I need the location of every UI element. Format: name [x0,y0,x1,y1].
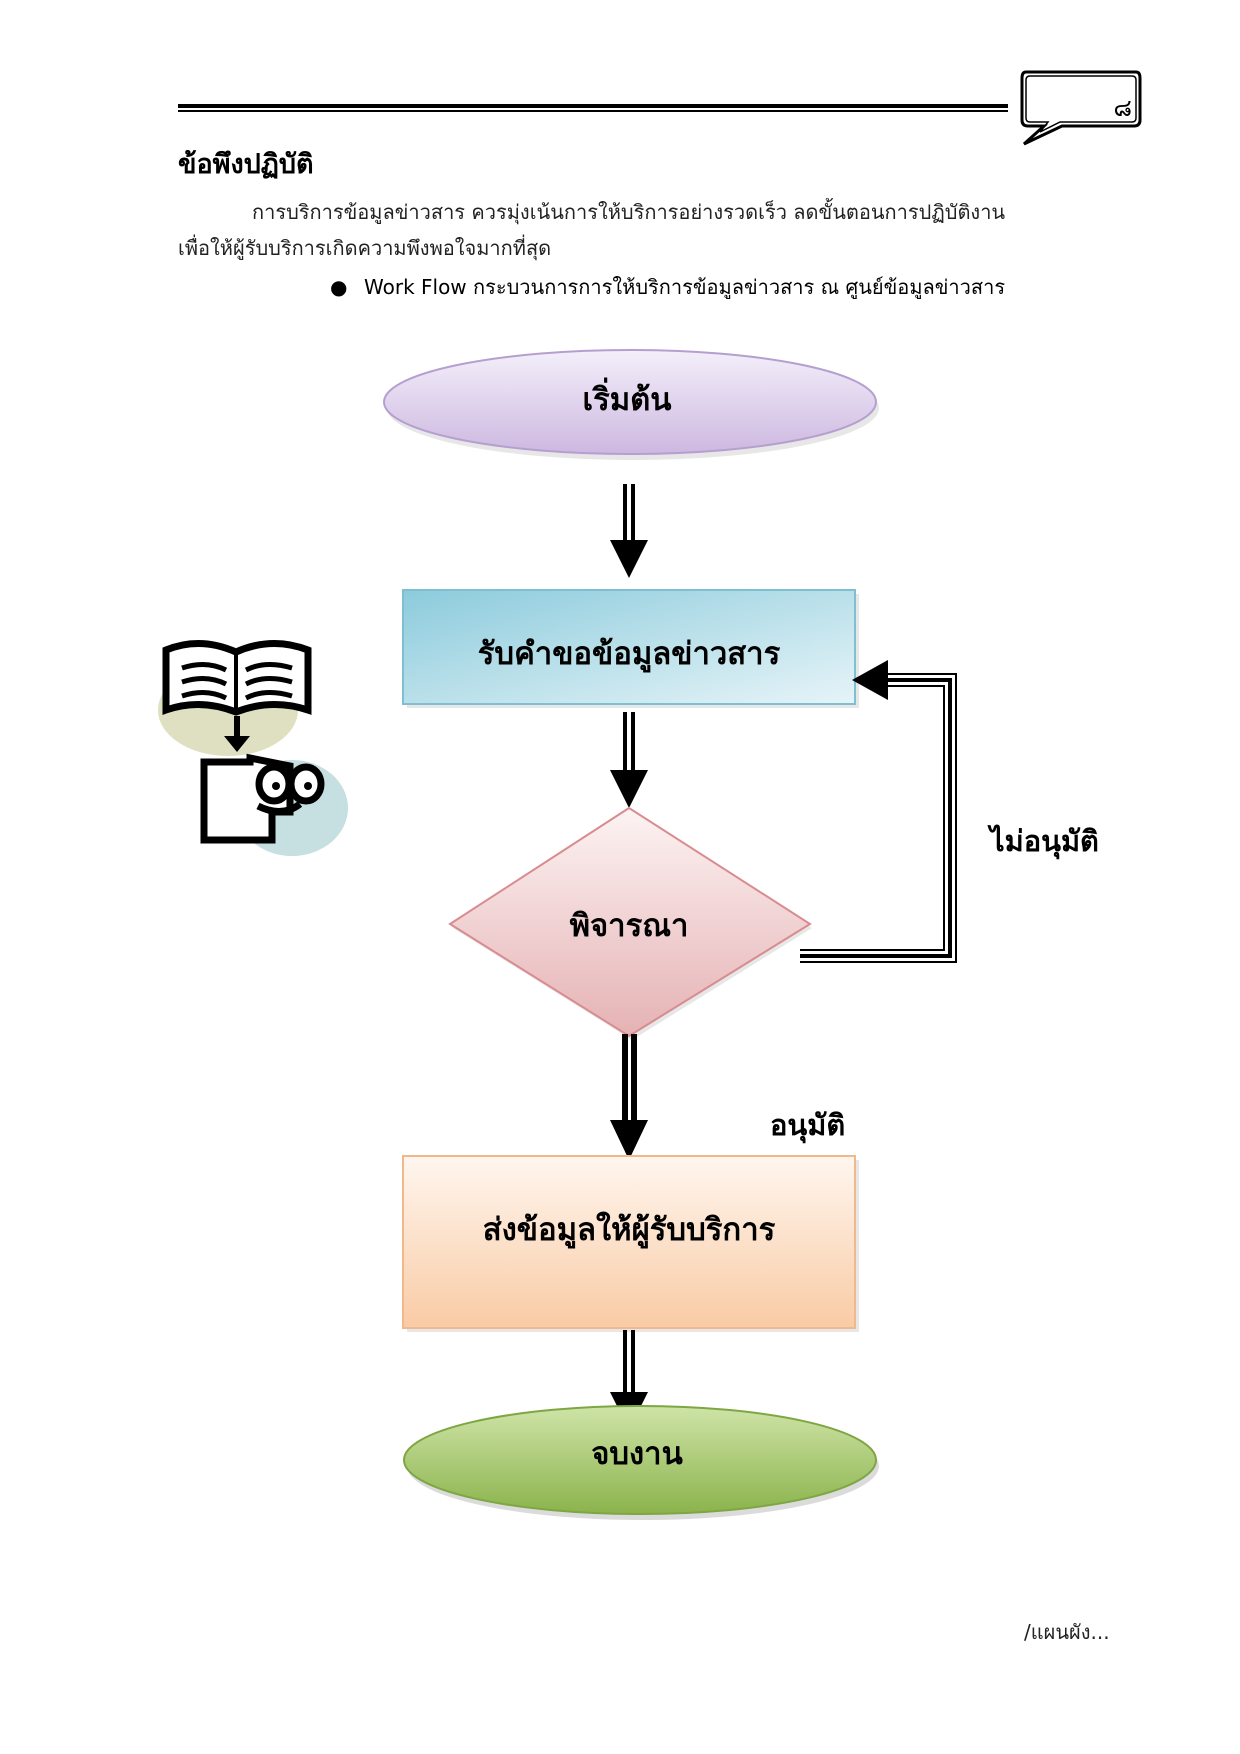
send-info-label: ส่งข้อมูลให้ผู้รับบริการ [482,1212,776,1248]
page-number: ๘ [1113,94,1132,122]
consider-label: พิจารณา [569,908,689,944]
intro-paragraph: การบริการข้อมูลข่าวสาร ควรมุ่งเน้นการให้… [178,194,1048,266]
arrow-reject-loop [800,673,957,963]
continuation-text: /แผนผัง... [1024,1620,1110,1644]
end-label: จบงาน [591,1436,683,1472]
workflow-bullet-text: Work Flow กระบวนการการให้บริการข้อมูลข่า… [364,275,1006,299]
receive-node [402,589,859,708]
consider-node [448,806,812,1040]
workflow-bullet: ● Work Flow กระบวนการการให้บริการข้อมูลข่… [330,272,1005,302]
end-node [403,1405,879,1520]
start-node [383,349,879,460]
paragraph-line-1: การบริการข้อมูลข่าวสาร ควรมุ่งเน้นการให้… [252,200,1006,224]
arrow-receive-to-consider [610,712,648,808]
send-node [402,1155,859,1332]
header-rule [178,104,1008,112]
book-document-icon [158,639,348,856]
bullet-dot-icon: ● [330,275,348,299]
paragraph-line-2: เพื่อให้ผู้รับบริการเกิดความพึงพอใจมากที… [178,236,552,260]
section-title: ข้อพึงปฏิบัติ [178,149,314,180]
arrow-start-to-receive [610,484,648,578]
approved-label: อนุมัติ [770,1108,846,1142]
start-label: เริ่มต้น [582,382,672,418]
page-number-bubble [1020,70,1142,146]
receive-request-label: รับคำขอข้อมูลข่าวสาร [477,636,781,672]
arrow-reject-head [852,660,888,700]
arrow-consider-to-send [610,1034,648,1160]
not-approved-label: ไม่อนุมัติ [990,824,1099,858]
